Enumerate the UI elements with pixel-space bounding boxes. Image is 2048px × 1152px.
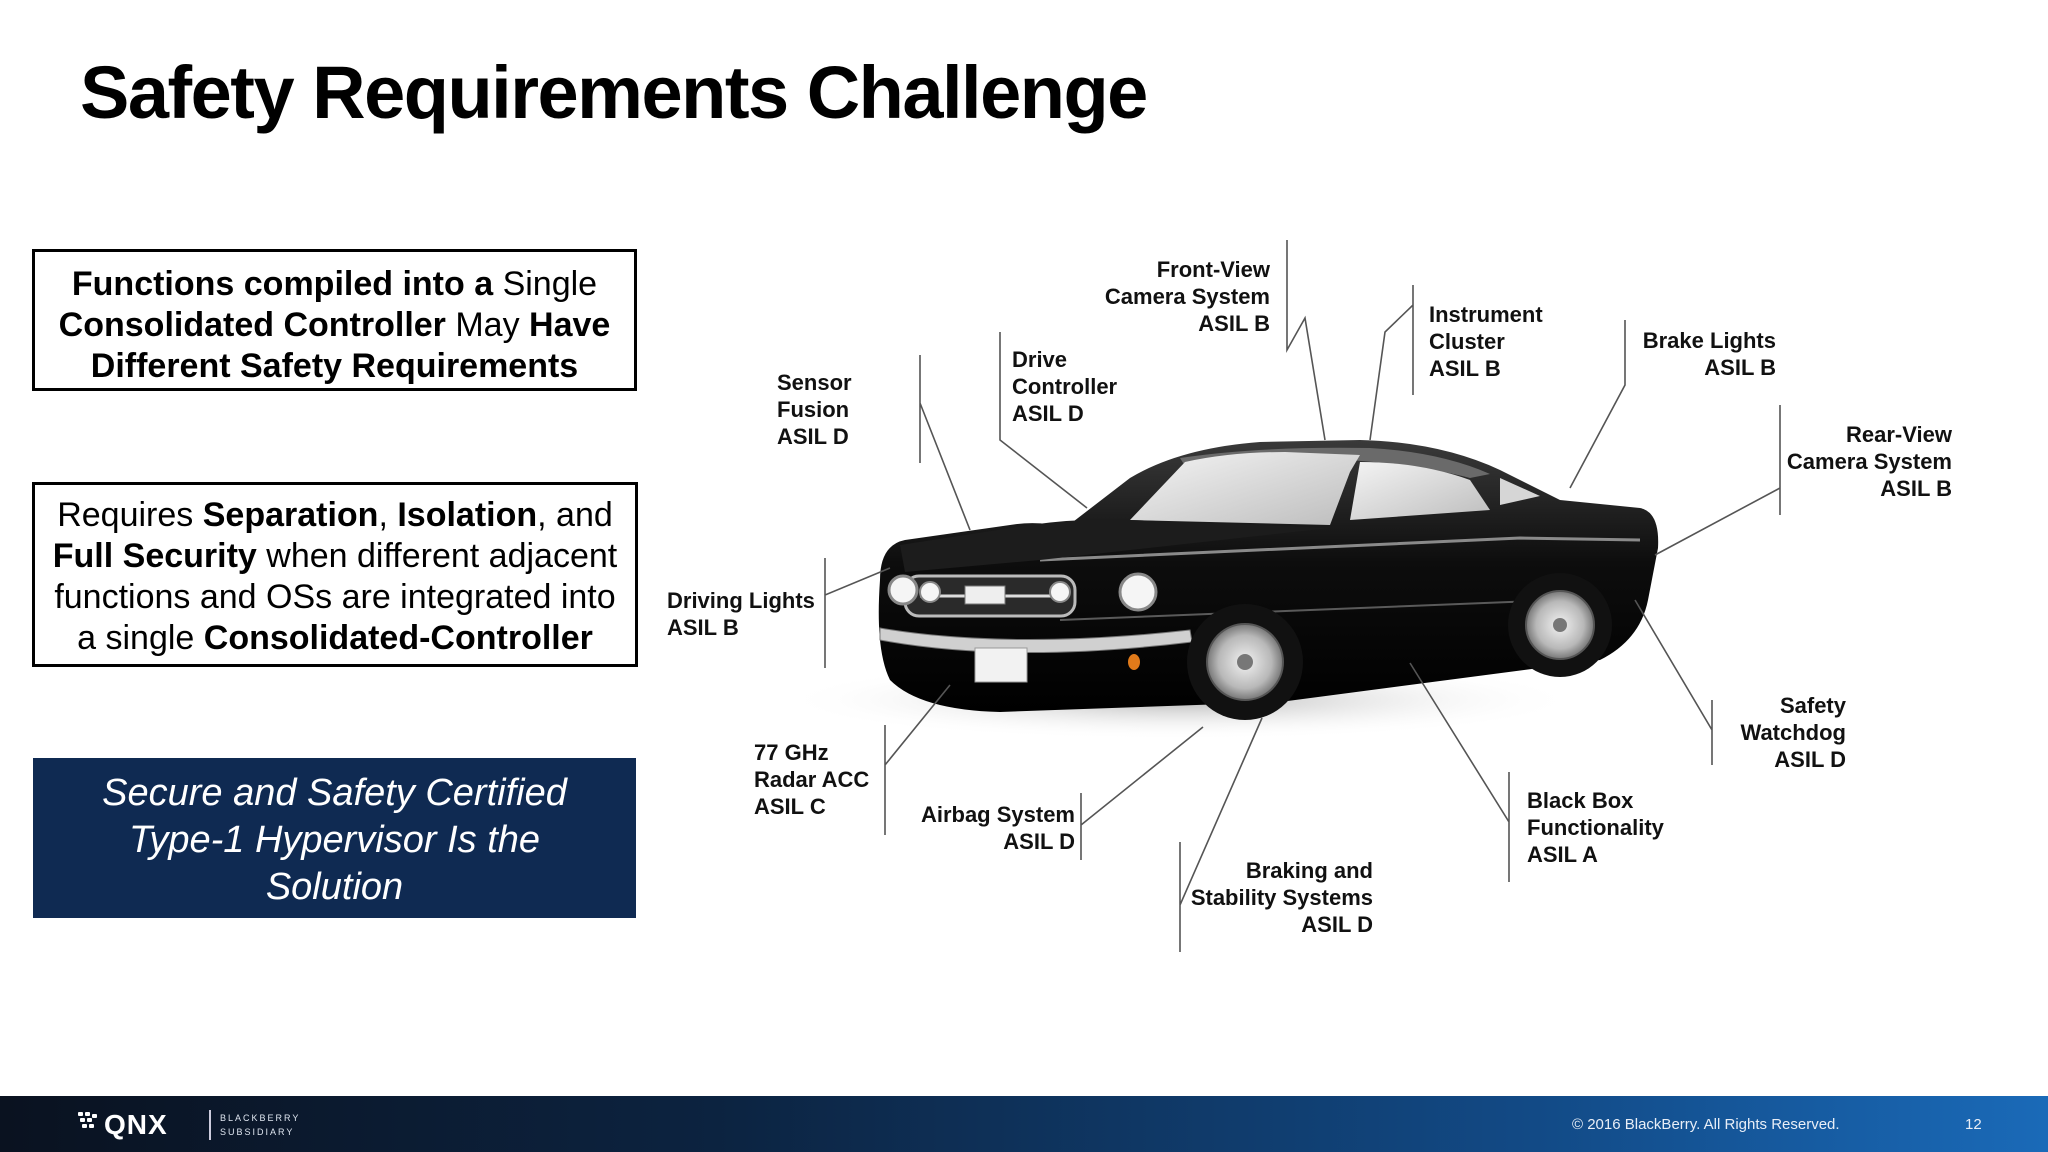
separation-requirements-box: Requires Separation, Isolation, and Full… bbox=[32, 482, 638, 667]
box1-line2: Consolidated Controller May Have bbox=[58, 306, 611, 344]
car-windshield bbox=[1130, 452, 1360, 525]
car-bumper bbox=[879, 627, 1193, 653]
box2-line3: functions and OSs are integrated into bbox=[54, 578, 616, 616]
logo-separator bbox=[209, 1110, 211, 1140]
blackberry-dots-icon bbox=[78, 1112, 97, 1128]
solution-banner: Secure and Safety Certified Type-1 Hyper… bbox=[33, 758, 636, 918]
callout-airbag-system: Airbag System ASIL D bbox=[920, 802, 1075, 854]
callout-instrument-cluster: Instrument Cluster ASIL B bbox=[1429, 302, 1543, 381]
car-shadow bbox=[780, 660, 1580, 740]
callout-driving-lights: Driving Lights ASIL B bbox=[667, 588, 815, 640]
line-rear-view-camera bbox=[1654, 405, 1781, 556]
callout-brake-lights: Brake Lights ASIL B bbox=[1642, 328, 1776, 380]
car-side-window bbox=[1350, 462, 1490, 520]
car-hood bbox=[900, 519, 1330, 572]
solution-line1: Secure and Safety Certified bbox=[102, 772, 567, 814]
car-body bbox=[878, 440, 1659, 712]
car-rear-wheel bbox=[1508, 573, 1612, 677]
callout-radar-acc: 77 GHz Radar ACC ASIL C bbox=[754, 740, 870, 819]
car-front-wheel bbox=[1187, 604, 1303, 720]
car-roof-highlight bbox=[1180, 447, 1490, 478]
box2-line4: a single Consolidated-Controller bbox=[77, 619, 593, 657]
callout-rear-view-camera: Rear-View Camera System ASIL B bbox=[1786, 422, 1952, 501]
solution-line3: Solution bbox=[265, 866, 404, 908]
car-headlight-left bbox=[887, 574, 919, 606]
qnx-logo-text: QNX bbox=[104, 1109, 168, 1140]
callout-drive-controller: Drive Controller ASIL D bbox=[1012, 347, 1118, 426]
line-black-box bbox=[1409, 662, 1510, 882]
box1-line1: Functions compiled into a Single bbox=[71, 265, 598, 303]
page-number: 12 bbox=[1965, 1116, 1982, 1133]
box2-line2: Full Security when different adjacent bbox=[52, 537, 618, 575]
line-driving-lights bbox=[824, 558, 891, 668]
car-lower-strip bbox=[1059, 599, 1561, 621]
box2-line1: Requires Separation, Isolation, and bbox=[57, 496, 613, 534]
slide-title: Safety Requirements Challenge bbox=[80, 51, 1148, 134]
copyright-text: © 2016 BlackBerry. All Rights Reserved. bbox=[1572, 1116, 1840, 1133]
solution-line2: Type-1 Hypervisor Is the bbox=[128, 819, 541, 861]
car-grille bbox=[903, 574, 1077, 618]
car-headlight-right bbox=[1118, 572, 1158, 612]
logo-subtitle: BlackBerry Subsidiary bbox=[220, 1113, 301, 1137]
line-instrument-cluster bbox=[1369, 285, 1414, 441]
callout-safety-watchdog: Safety Watchdog ASIL D bbox=[1740, 693, 1847, 772]
line-airbag bbox=[1080, 726, 1204, 860]
line-safety-watchdog bbox=[1634, 599, 1713, 765]
car-rear-window bbox=[1500, 478, 1540, 505]
box1-line3: Different Safety Requirements bbox=[90, 347, 579, 385]
callout-front-view-camera: Front-View Camera System ASIL B bbox=[1104, 257, 1270, 336]
line-front-view-camera bbox=[1286, 240, 1326, 441]
functions-consolidated-box: Functions compiled into a Single Consoli… bbox=[32, 249, 637, 391]
car-headlight-inner-left bbox=[919, 581, 941, 603]
line-sensor-fusion bbox=[919, 355, 971, 531]
car-side-strip bbox=[1039, 536, 1641, 562]
line-brake-lights bbox=[1569, 320, 1626, 489]
car-headlight-inner-right bbox=[1049, 581, 1071, 603]
callout-black-box: Black Box Functionality ASIL A bbox=[1527, 788, 1664, 867]
callout-sensor-fusion: Sensor Fusion ASIL D bbox=[777, 370, 852, 449]
footer-bar: QNX BlackBerry Subsidiary © 2016 BlackBe… bbox=[0, 1096, 2048, 1152]
callout-braking-stability: Braking and Stability Systems ASIL D bbox=[1190, 858, 1373, 937]
car-license-plate bbox=[974, 647, 1028, 683]
